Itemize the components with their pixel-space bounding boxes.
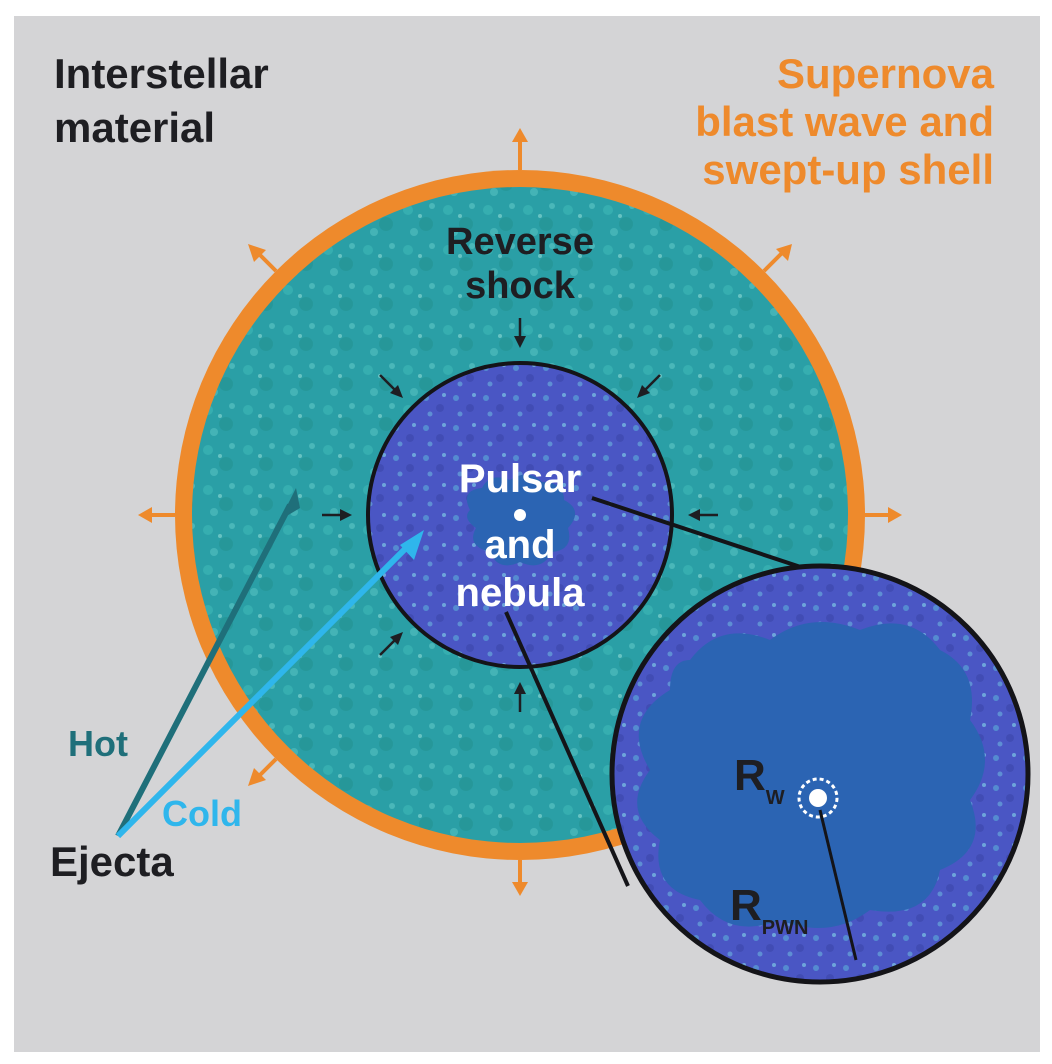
blast-arrow-up-left	[248, 244, 278, 273]
zoom-inset	[609, 563, 1031, 985]
reverse-arrow-left	[322, 509, 352, 521]
label-ejecta: Ejecta	[50, 838, 174, 885]
label-interstellar-line1: Interstellar	[54, 50, 269, 97]
blast-arrow-left	[138, 507, 175, 523]
label-rw-main: R	[734, 751, 766, 800]
label-rpwn: RPWN	[730, 881, 808, 939]
label-rpwn-main: R	[730, 881, 762, 930]
blast-wave-arrows	[138, 128, 902, 896]
label-rw: RW	[734, 751, 785, 809]
label-interstellar-line2: material	[54, 104, 215, 151]
label-rw-sub: W	[766, 787, 785, 809]
termination-shock-ring	[797, 777, 839, 819]
rpwn-radius-line	[818, 809, 858, 961]
blast-arrow-right	[865, 507, 902, 523]
reverse-arrow-bottom-left	[379, 632, 403, 656]
blast-arrow-up	[512, 128, 528, 170]
label-cold: Cold	[162, 793, 242, 834]
label-pulsar-line1: Pulsar	[459, 457, 581, 501]
reverse-arrow-top-left	[379, 374, 403, 398]
zoom-inset-border	[609, 563, 1031, 985]
pulsar-wind-nebula-large	[637, 622, 985, 928]
label-hot: Hot	[68, 723, 128, 764]
ejecta-arrows	[115, 488, 424, 839]
blast-arrow-up-right	[762, 244, 792, 273]
blast-arrow-down	[512, 860, 528, 896]
cold-arrow	[115, 530, 424, 839]
label-supernova-line3: swept-up shell	[702, 146, 994, 193]
zoom-connector-lower	[504, 611, 630, 887]
label-reverse-shock-line1: Reverse	[446, 221, 594, 263]
hot-arrow	[115, 488, 300, 838]
label-supernova-line1: Supernova	[777, 50, 995, 97]
pulsar-dot-zoom	[809, 789, 827, 807]
label-supernova-line2: blast wave and	[695, 98, 994, 145]
blast-arrow-down-left	[248, 757, 278, 786]
reverse-arrow-bottom	[514, 682, 526, 712]
label-pulsar-line3: nebula	[456, 571, 586, 615]
reverse-arrow-top	[514, 318, 526, 348]
label-pulsar-line2: and	[484, 523, 555, 567]
reverse-arrow-right	[688, 509, 718, 521]
label-reverse-shock-line2: shock	[465, 265, 576, 307]
reverse-arrow-top-right	[637, 374, 661, 398]
pulsar-dot	[514, 509, 526, 521]
label-rpwn-sub: PWN	[762, 917, 809, 939]
reverse-shock-arrows	[322, 318, 718, 712]
